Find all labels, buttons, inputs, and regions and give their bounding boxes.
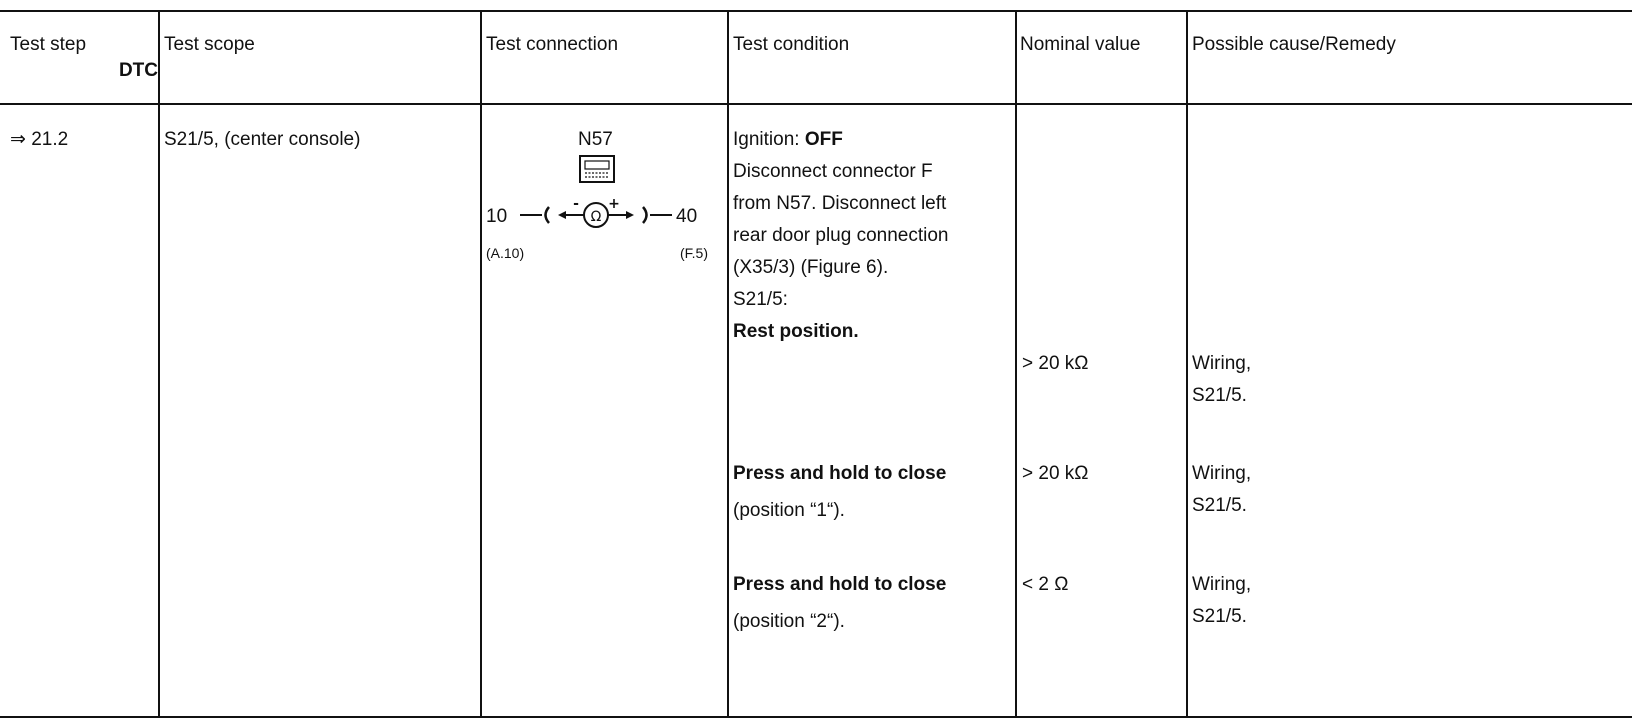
ohm-symbol: Ω [591, 209, 602, 225]
column-divider-3 [727, 10, 729, 717]
remedy-2-line-1: Wiring, [1192, 463, 1252, 484]
test-scope-value: S21/5, (center console) [164, 129, 361, 150]
module-label: N57 [578, 129, 613, 150]
remedy-2: Wiring, S21/5. [1192, 462, 1251, 526]
header-test-scope: Test scope [164, 34, 255, 55]
condition-position-2: (position “2“). [733, 611, 845, 632]
condition-line-6: S21/5: [733, 289, 788, 310]
condition-press-close-1: Press and hold to close [733, 463, 947, 484]
table-top-rule [0, 10, 1632, 12]
condition-line-5: (X35/3) (Figure 6). [733, 257, 889, 278]
remedy-1-line-2: S21/5. [1192, 385, 1247, 406]
column-divider-2 [480, 10, 482, 717]
header-bottom-rule [0, 103, 1632, 105]
ignition-value: OFF [804, 129, 843, 150]
ohmmeter-icon: Ω - + [558, 196, 634, 228]
test-condition-block: Ignition: OFF Disconnect connector F fro… [733, 128, 948, 352]
remedy-3: Wiring, S21/5. [1192, 573, 1251, 637]
minus-sign: - [573, 196, 579, 212]
right-connector-icon [642, 206, 672, 224]
condition-line-3: from N57. Disconnect left [733, 193, 947, 214]
condition-press-close-2: Press and hold to close [733, 574, 947, 595]
nominal-value-1: > 20 kΩ [1022, 353, 1089, 374]
remedy-1-line-1: Wiring, [1192, 353, 1252, 374]
condition-rest-position: Rest position. [733, 321, 859, 342]
condition-line-4: rear door plug connection [733, 225, 949, 246]
nominal-value-2: > 20 kΩ [1022, 463, 1089, 484]
right-pin-ref: (F.5) [680, 245, 708, 261]
right-pin-label: 40 [676, 206, 698, 227]
test-step-value: ⇒ 21.2 [10, 129, 69, 150]
ignition-label: Ignition: [733, 129, 805, 150]
remedy-3-line-1: Wiring, [1192, 574, 1252, 595]
remedy-1: Wiring, S21/5. [1192, 352, 1251, 416]
condition-line-2: Disconnect connector F [733, 161, 933, 182]
nominal-value-3: < 2 Ω [1022, 574, 1069, 595]
left-connector-icon [520, 206, 550, 224]
meter-device-icon [579, 155, 615, 183]
left-pin-label: 10 [486, 206, 508, 227]
header-dtc: DTC [118, 60, 158, 81]
header-test-condition: Test condition [733, 34, 850, 55]
header-remedy: Possible cause/Remedy [1192, 34, 1396, 55]
column-divider-4 [1015, 10, 1017, 717]
header-nominal-value: Nominal value [1020, 34, 1141, 55]
header-test-step: Test step [10, 34, 87, 55]
left-pin-ref: (A.10) [486, 245, 525, 261]
table-bottom-rule [0, 716, 1632, 718]
header-test-connection: Test connection [486, 34, 619, 55]
meter-connection-svg: Ω - + [520, 155, 672, 228]
remedy-2-line-2: S21/5. [1192, 495, 1247, 516]
remedy-3-line-2: S21/5. [1192, 606, 1247, 627]
condition-position-1: (position “1“). [733, 500, 845, 521]
ignition-line: Ignition: OFF [733, 128, 948, 160]
column-divider-5 [1186, 10, 1188, 717]
column-divider-1 [158, 10, 160, 717]
plus-sign: + [608, 196, 620, 212]
